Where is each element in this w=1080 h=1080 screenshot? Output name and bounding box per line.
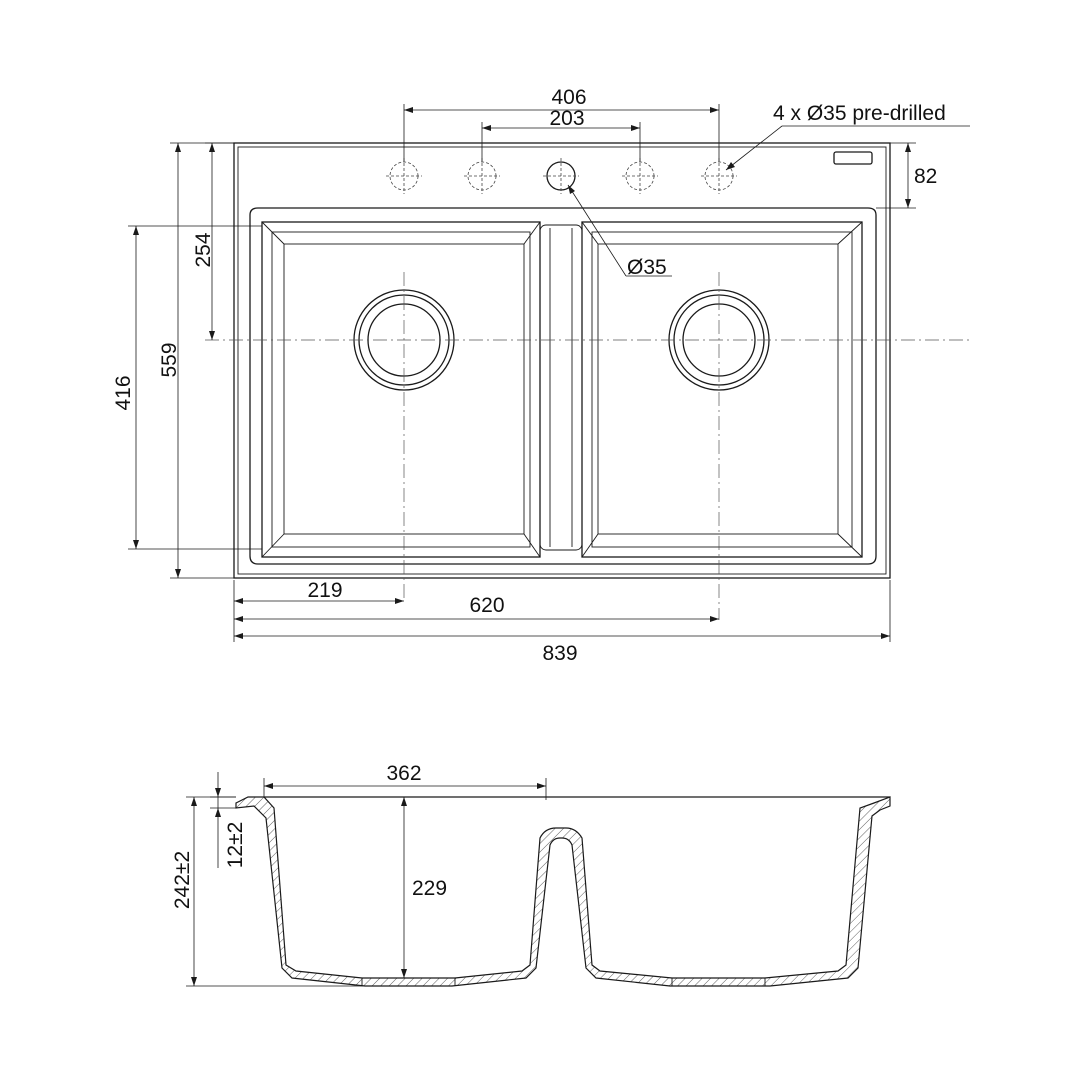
dim-203: 203: [481, 107, 641, 162]
tap-holes: [386, 158, 737, 194]
dim-362: 362: [263, 762, 547, 800]
tap-diameter-label: Ø35: [627, 256, 667, 279]
dim-416-label: 416: [112, 375, 135, 410]
dim-839: 839: [234, 580, 891, 665]
sink-section-profile: [235, 796, 891, 987]
dim-229: 229: [401, 797, 447, 978]
dim-203-label: 203: [549, 107, 584, 130]
tap-diameter-callout: Ø35: [567, 184, 672, 279]
dim-559: 559: [158, 142, 234, 579]
dim-559-label: 559: [158, 342, 181, 377]
dim-254-label: 254: [192, 232, 215, 267]
dim-242-label: 242±2: [171, 851, 194, 909]
dim-839-label: 839: [542, 642, 577, 665]
dim-406-label: 406: [551, 86, 586, 109]
tap-hole-center: [543, 158, 579, 194]
dim-242: 242±2: [171, 796, 365, 987]
section-view: 362 229 12±2 242±2: [171, 762, 891, 987]
dim-362-label: 362: [386, 762, 421, 785]
bowl-divider: [539, 224, 583, 551]
dim-620: 620: [234, 594, 719, 622]
tap-hole: [622, 158, 658, 194]
dim-406: 406: [403, 86, 720, 162]
dim-219: 219: [233, 579, 404, 642]
bowls-surround: [249, 207, 877, 565]
sink-deck-inner-edge: [237, 146, 887, 575]
dim-219-label: 219: [307, 579, 342, 602]
dim-12-label: 12±2: [224, 822, 247, 869]
dim-416: 416: [112, 225, 262, 550]
dim-254: 254: [192, 142, 234, 340]
dim-12: 12±2: [210, 772, 247, 868]
dim-229-label: 229: [412, 877, 447, 900]
sink-deck-outline: [233, 142, 891, 579]
predrilled-note: 4 x Ø35 pre-drilled: [773, 102, 946, 125]
overflow-slot: [833, 151, 873, 165]
predrilled-callout: 4 x Ø35 pre-drilled: [725, 102, 970, 171]
tap-hole: [464, 158, 500, 194]
dim-82: 82: [876, 142, 937, 209]
right-bowl: [581, 221, 863, 558]
dim-620-label: 620: [469, 594, 504, 617]
tap-hole: [386, 158, 422, 194]
plan-view: 406 203 4 x Ø35 pre-drilled Ø35: [112, 86, 970, 665]
dim-82-label: 82: [914, 165, 937, 188]
